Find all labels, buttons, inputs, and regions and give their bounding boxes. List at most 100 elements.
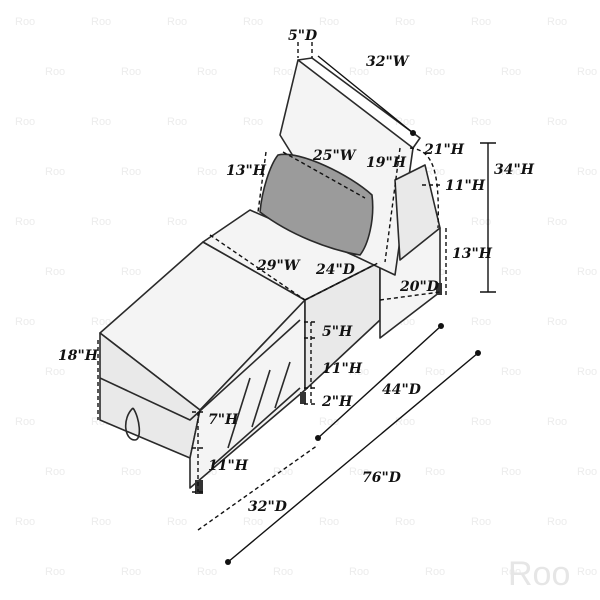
watermark-text: Roo <box>243 16 263 28</box>
watermark-text: Roo <box>471 116 491 128</box>
watermark-text: Roo <box>167 16 187 28</box>
watermark-text: Roo <box>319 16 339 28</box>
pull-strap <box>124 407 141 441</box>
watermark-text: Roo <box>501 366 521 378</box>
label-sofa-depth: 44"D <box>382 382 422 398</box>
watermark-text: Roo <box>45 266 65 278</box>
watermark-text: Roo <box>501 566 521 578</box>
watermark-text: Roo <box>395 516 415 528</box>
watermark-text: Roo <box>471 16 491 28</box>
dimension-labels: 5"D 32"W 13"H 25"W 19"H 21"H 11"H 34"H 2… <box>58 28 535 515</box>
rear-leg <box>436 283 442 295</box>
watermark-text: Roo <box>577 266 597 278</box>
watermark-text: Roo <box>243 116 263 128</box>
watermark-text: Roo <box>167 116 187 128</box>
watermark-text: Roo <box>547 416 567 428</box>
label-seat-height: 13"H <box>452 246 493 262</box>
watermark-text: Roo <box>425 366 445 378</box>
watermark-text: Roo <box>395 16 415 28</box>
watermark-text: Roo <box>471 216 491 228</box>
watermark-text: Roo <box>547 516 567 528</box>
watermark-text: Roo <box>121 266 141 278</box>
watermark-text: Roo <box>471 416 491 428</box>
label-ottoman-height: 18"H <box>58 348 99 364</box>
watermark-text: Roo <box>547 16 567 28</box>
dimension-lines <box>97 42 496 565</box>
label-ottoman-depth: 32"D <box>248 499 288 515</box>
watermark-text: Roo <box>273 566 293 578</box>
watermark-text: Roo <box>395 416 415 428</box>
watermark-text: Roo <box>167 216 187 228</box>
watermark-text: Roo <box>501 66 521 78</box>
watermark-text: Roo <box>91 316 111 328</box>
watermark-text: Roo <box>471 316 491 328</box>
watermark-text: Roo <box>501 266 521 278</box>
watermark-text: Roo <box>349 566 369 578</box>
label-backrest-width: 32"W <box>366 54 410 70</box>
watermark-text: Roo <box>45 466 65 478</box>
watermark-text: Roo <box>15 316 35 328</box>
watermark-text: Roo <box>547 116 567 128</box>
label-arm-depth: 20"D <box>399 279 440 295</box>
watermark-text: Roo <box>395 116 415 128</box>
brand-watermark: Roo <box>508 555 570 593</box>
watermark-text: Roo <box>577 66 597 78</box>
watermark-text: Roo <box>273 66 293 78</box>
label-pillow-width: 25"W <box>312 148 357 164</box>
watermark-text: Roo <box>45 166 65 178</box>
label-frame-height: 11"H <box>322 361 363 377</box>
watermark-text: Roo <box>15 116 35 128</box>
watermark-text: Roo <box>91 16 111 28</box>
watermark-text: Roo <box>425 566 445 578</box>
watermark-text: Roo <box>121 166 141 178</box>
watermark-text: Roo <box>121 66 141 78</box>
label-pillow-height-right: 19"H <box>366 155 407 171</box>
label-backrest-depth: 5"D <box>288 28 318 44</box>
watermark-text: Roo <box>577 466 597 478</box>
watermark-text: Roo <box>273 466 293 478</box>
watermark-text: Roo <box>319 516 339 528</box>
watermark-text: Roo <box>91 516 111 528</box>
watermark-text: Roo <box>425 66 445 78</box>
ottoman-drawer-slats <box>211 361 301 467</box>
label-seat-width: 29"W <box>256 258 301 274</box>
watermark-text: Roo <box>577 366 597 378</box>
watermark-text: Roo <box>349 66 369 78</box>
watermark-text: Roo <box>319 416 339 428</box>
watermark-text: Roo <box>197 566 217 578</box>
watermark-text: Roo <box>15 216 35 228</box>
watermark-text: Roo <box>197 166 217 178</box>
label-seat-depth: 24"D <box>315 262 356 278</box>
watermark-text: Roo <box>15 416 35 428</box>
watermark-text: Roo <box>577 166 597 178</box>
back-pillow <box>259 153 374 256</box>
watermark-text: Roo <box>547 316 567 328</box>
watermark-text: Roo <box>15 16 35 28</box>
label-pillow-height-left: 13"H <box>226 163 267 179</box>
label-arm-height: 11"H <box>445 178 486 194</box>
sofa-bed-illustration <box>99 57 442 494</box>
watermark-text: Roo <box>91 116 111 128</box>
watermark-text: Roo <box>471 516 491 528</box>
watermark-text: Roo <box>349 366 369 378</box>
seat-leg <box>300 392 306 404</box>
ottoman-leg <box>195 480 203 494</box>
watermark-text: Roo <box>501 466 521 478</box>
label-total-height: 34"H <box>494 162 535 178</box>
backrest-top-edge <box>297 57 421 149</box>
ottoman-front-side <box>189 299 306 489</box>
label-base-height: 11"H <box>208 458 249 474</box>
backrest-side-cushion <box>394 164 441 261</box>
watermark-text: Roo <box>45 566 65 578</box>
watermark-text: Roo <box>45 366 65 378</box>
label-total-depth: 76"D <box>362 470 402 486</box>
watermark-text: Roo <box>501 166 521 178</box>
watermark-text: Roo <box>15 516 35 528</box>
watermark-text: Roo <box>349 466 369 478</box>
watermark-text: Roo <box>167 516 187 528</box>
watermark-text: Roo <box>91 216 111 228</box>
watermark-text: Roo <box>425 466 445 478</box>
watermark-text: Roo <box>121 466 141 478</box>
